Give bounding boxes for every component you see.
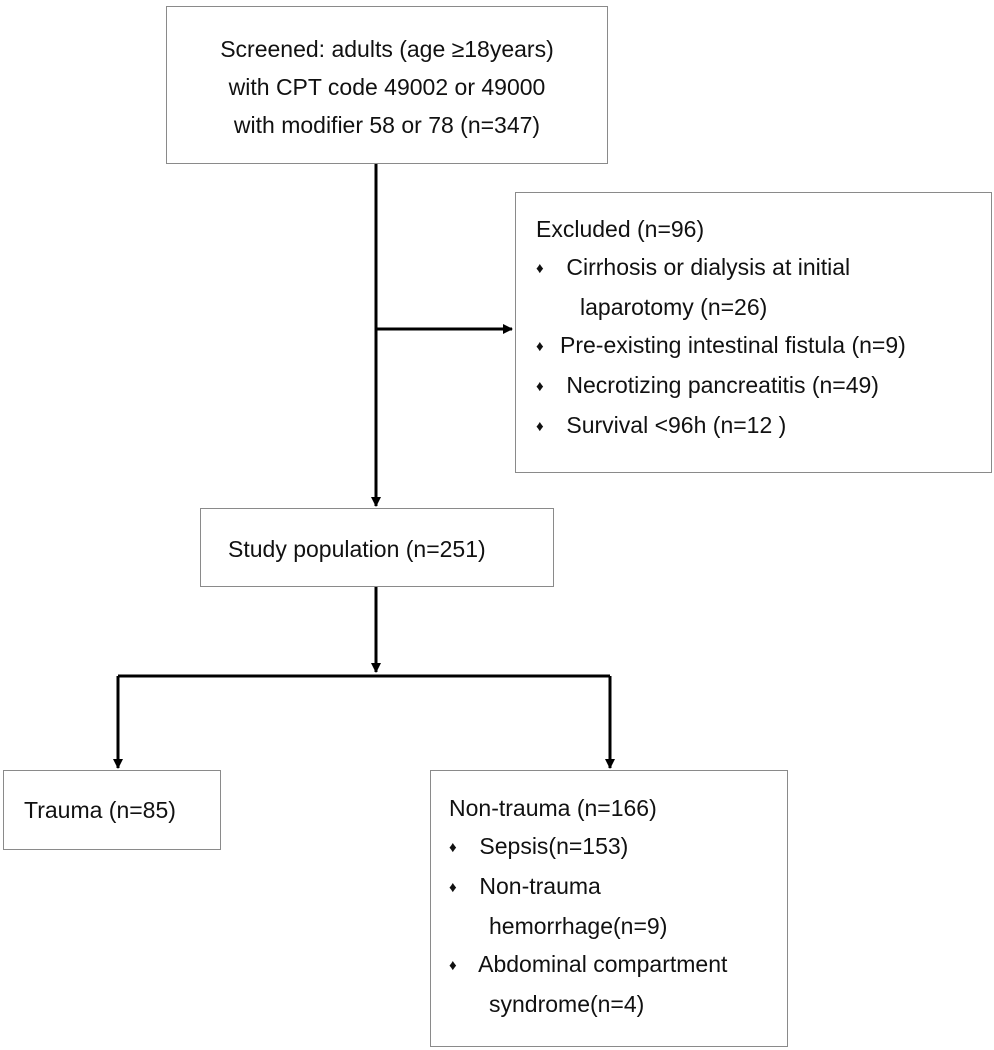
non-trauma-box: Non-trauma (n=166) ♦ Sepsis(n=153) ♦ Non… bbox=[430, 770, 788, 1047]
non-trauma-item-continuation: hemorrhage(n=9) bbox=[489, 913, 668, 939]
study-population-box: Study population (n=251) bbox=[200, 508, 554, 587]
excluded-item: ♦ Cirrhosis or dialysis at initial bbox=[536, 248, 991, 288]
diamond-bullet-icon: ♦ bbox=[536, 338, 544, 355]
non-trauma-item: ♦ Abdominal compartment bbox=[449, 945, 787, 985]
screened-line: with modifier 58 or 78 (n=347) bbox=[233, 112, 541, 138]
excluded-title: Excluded (n=96) bbox=[536, 216, 705, 242]
non-trauma-item-text: Non-trauma bbox=[479, 873, 601, 899]
non-trauma-item: ♦ Sepsis(n=153) bbox=[449, 827, 787, 867]
excluded-item: ♦ Necrotizing pancreatitis (n=49) bbox=[536, 366, 991, 406]
trauma-box: Trauma (n=85) bbox=[3, 770, 221, 850]
excluded-item-text: Necrotizing pancreatitis (n=49) bbox=[566, 372, 879, 398]
excluded-item: ♦ Pre-existing intestinal fistula (n=9) bbox=[536, 326, 991, 366]
excluded-item-continuation: laparotomy (n=26) bbox=[580, 294, 768, 320]
non-trauma-item-continuation: syndrome(n=4) bbox=[489, 991, 645, 1017]
excluded-item-text: Cirrhosis or dialysis at initial bbox=[566, 254, 851, 280]
diamond-bullet-icon: ♦ bbox=[449, 879, 457, 896]
excluded-item-text: Survival <96h (n=12 ) bbox=[566, 412, 787, 438]
study-population-label: Study population (n=251) bbox=[228, 536, 486, 562]
diamond-bullet-icon: ♦ bbox=[449, 839, 457, 856]
diamond-bullet-icon: ♦ bbox=[536, 260, 544, 277]
excluded-item-text: Pre-existing intestinal fistula (n=9) bbox=[560, 332, 906, 358]
non-trauma-item-text: Abdominal compartment bbox=[478, 951, 728, 977]
screened-box: Screened: adults (age ≥18years) with CPT… bbox=[166, 6, 608, 164]
screened-line: Screened: adults (age ≥18years) bbox=[220, 36, 554, 62]
diamond-bullet-icon: ♦ bbox=[536, 378, 544, 395]
screened-line: with CPT code 49002 or 49000 bbox=[228, 74, 546, 100]
diamond-bullet-icon: ♦ bbox=[449, 957, 457, 974]
non-trauma-item: ♦ Non-trauma bbox=[449, 867, 787, 907]
diamond-bullet-icon: ♦ bbox=[536, 418, 544, 435]
excluded-box: Excluded (n=96) ♦ Cirrhosis or dialysis … bbox=[515, 192, 992, 473]
trauma-label: Trauma (n=85) bbox=[24, 797, 176, 823]
non-trauma-title: Non-trauma (n=166) bbox=[449, 795, 657, 821]
excluded-item: ♦ Survival <96h (n=12 ) bbox=[536, 406, 991, 446]
non-trauma-item-text: Sepsis(n=153) bbox=[479, 833, 629, 859]
